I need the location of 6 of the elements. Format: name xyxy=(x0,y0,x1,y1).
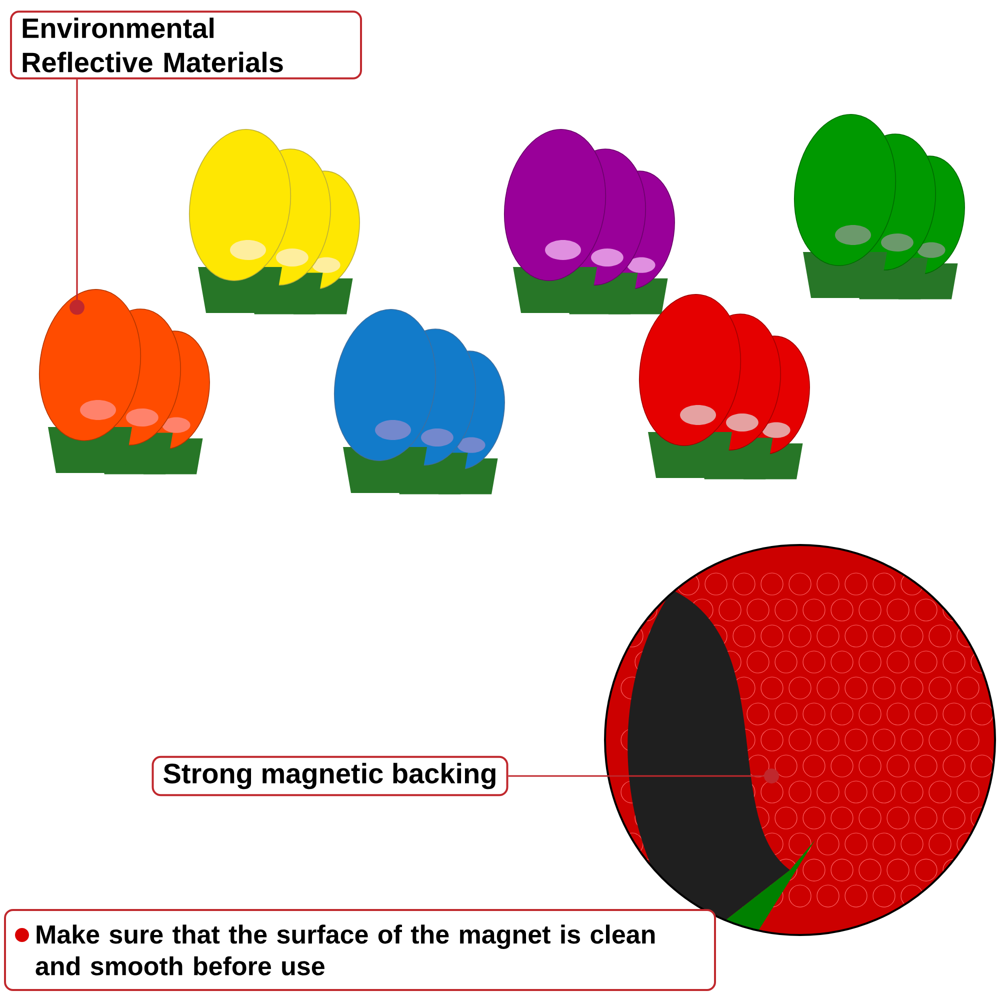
callout-box: Make sure that the surface of the magnet is clean and smooth before use xyxy=(4,909,716,992)
leader-line xyxy=(508,768,779,784)
leader-line xyxy=(70,79,84,315)
callout-box: Environmental Reflective Materials xyxy=(10,10,362,80)
callout-box: Strong magnetic backing xyxy=(152,756,508,796)
bulb-drawing xyxy=(39,289,210,474)
